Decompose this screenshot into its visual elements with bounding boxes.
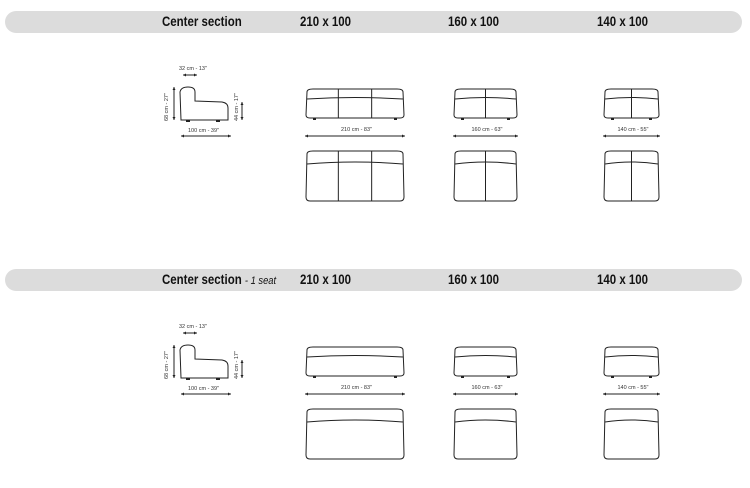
width-dimension-line	[453, 392, 518, 396]
width-label: 140 cm - 55"	[617, 127, 649, 133]
backrest-line	[454, 419, 517, 423]
side-view-drawing	[179, 86, 229, 122]
width-dimension-line	[603, 134, 660, 138]
front-view-drawing	[453, 346, 518, 378]
foot	[394, 118, 397, 120]
foot	[461, 376, 464, 378]
width-dimension-line	[453, 134, 518, 138]
foot	[611, 376, 614, 378]
cushion-line	[306, 97, 404, 100]
foot	[186, 378, 190, 380]
length-label: 100 cm - 39"	[188, 386, 219, 392]
sofa-top-outline	[453, 408, 518, 460]
sofa-front-outline	[453, 88, 518, 119]
height-dimension-line	[172, 87, 176, 120]
section-title-text: Center section	[162, 272, 242, 287]
width-label: 160 cm - 63"	[471, 385, 503, 391]
foot	[649, 118, 652, 120]
sofa-front-outline	[603, 346, 660, 377]
width-label: 210 cm - 83"	[341, 127, 372, 133]
sofa-top-outline	[603, 150, 660, 202]
side-view-drawing	[179, 344, 229, 380]
depth-dimension-line	[183, 73, 197, 77]
front-view-drawing	[305, 346, 405, 378]
foot	[394, 376, 397, 378]
top-view-drawing	[453, 408, 518, 460]
backrest-line	[306, 161, 404, 165]
top-view-drawing	[305, 150, 405, 202]
cushion-line	[604, 355, 659, 358]
section-title: Center section - 1 seat	[162, 269, 276, 292]
backrest-line	[306, 419, 404, 423]
top-view-drawing	[453, 150, 518, 202]
front-view-drawing	[603, 346, 660, 378]
front-view-drawing	[453, 88, 518, 120]
height-label: 68 cm - 27"	[164, 93, 170, 121]
seat-height-dimension-line	[240, 102, 244, 120]
section-title: Center section	[162, 11, 242, 33]
foot	[313, 118, 316, 120]
sofa-top-outline	[453, 150, 518, 202]
height-label: 68 cm - 27"	[164, 351, 170, 379]
depth-label: 32 cm - 13"	[179, 324, 207, 330]
side-profile	[179, 86, 229, 121]
top-view-drawing	[603, 150, 660, 202]
sofa-front-outline	[453, 346, 518, 377]
depth-label: 32 cm - 13"	[179, 66, 207, 72]
foot	[216, 120, 220, 122]
width-label: 160 cm - 63"	[471, 127, 503, 133]
size-label: 140 x 100	[597, 14, 649, 29]
front-view-drawing	[603, 88, 660, 120]
size-label: 140 x 100	[597, 272, 649, 287]
cushion-line	[306, 355, 404, 358]
sofa-top-outline	[305, 408, 405, 460]
foot	[507, 118, 510, 120]
top-view-drawing	[603, 408, 660, 460]
side-profile	[179, 344, 229, 379]
width-dimension-line	[603, 392, 660, 396]
top-view-drawing	[305, 408, 405, 460]
width-label: 140 cm - 55"	[617, 385, 649, 391]
backrest-line	[604, 419, 659, 423]
seat-height-label: 44 cm - 17"	[234, 351, 240, 379]
size-label: 160 x 100	[448, 272, 500, 287]
length-dimension-line	[181, 392, 231, 396]
section-title-text: Center section	[162, 14, 242, 29]
length-dimension-line	[181, 134, 231, 138]
sofa-top-outline	[305, 150, 405, 202]
foot	[313, 376, 316, 378]
size-label: 160 x 100	[448, 14, 500, 29]
foot	[611, 118, 614, 120]
foot	[461, 118, 464, 120]
sofa-front-outline	[305, 346, 405, 377]
sofa-top-outline	[603, 408, 660, 460]
width-dimension-line	[305, 134, 405, 138]
depth-dimension-line	[183, 331, 197, 335]
length-label: 100 cm - 39"	[188, 128, 219, 134]
foot	[216, 378, 220, 380]
sofa-front-outline	[305, 88, 405, 119]
foot	[186, 120, 190, 122]
height-dimension-line	[172, 345, 176, 378]
section-header-bar	[5, 11, 742, 33]
front-view-drawing	[305, 88, 405, 120]
section-header-bar	[5, 269, 742, 291]
width-label: 210 cm - 83"	[341, 385, 372, 391]
width-dimension-line	[305, 392, 405, 396]
cushion-line	[454, 355, 517, 358]
size-label: 210 x 100	[300, 272, 352, 287]
size-label: 210 x 100	[300, 14, 352, 29]
foot	[507, 376, 510, 378]
sofa-front-outline	[603, 88, 660, 119]
seat-height-dimension-line	[240, 360, 244, 378]
section-subtitle: - 1 seat	[244, 275, 277, 287]
foot	[649, 376, 652, 378]
seat-height-label: 44 cm - 17"	[234, 93, 240, 121]
